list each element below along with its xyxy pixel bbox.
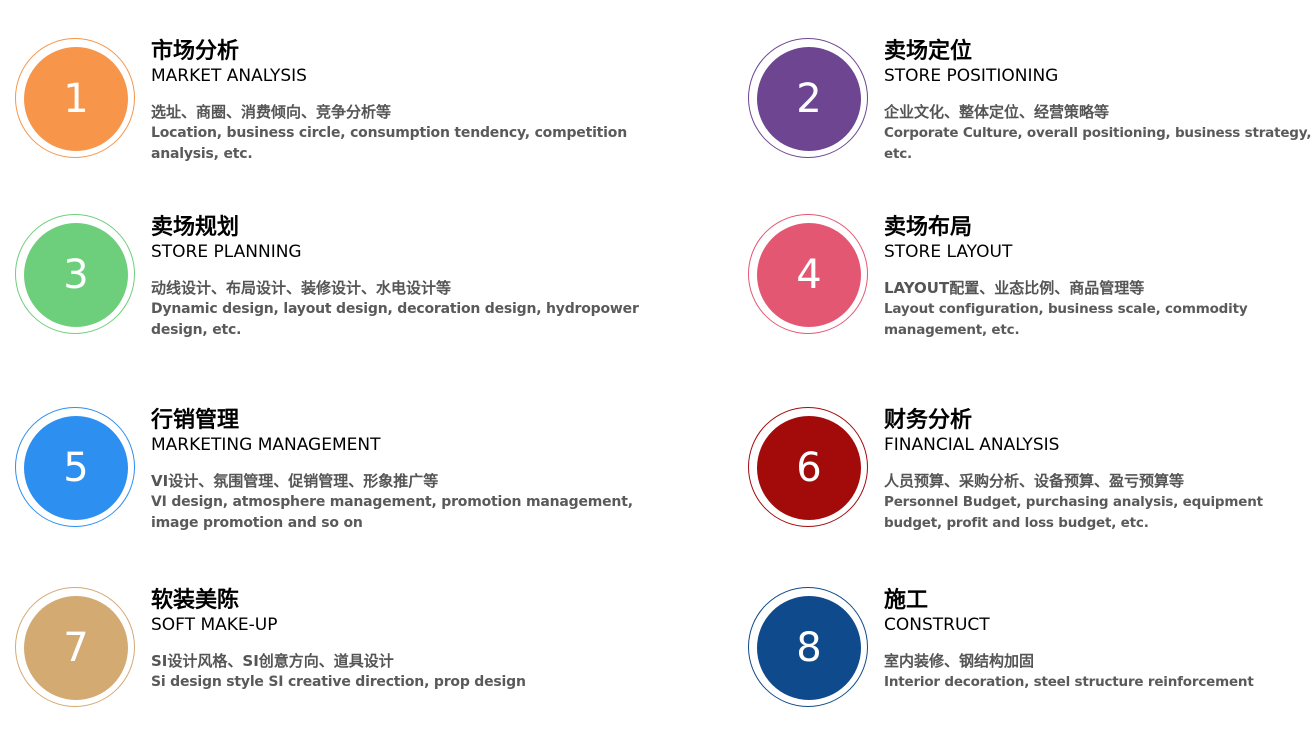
number-badge-ring: 4: [748, 214, 868, 334]
number-badge: 8: [757, 596, 861, 700]
item-desc-en: Location, business circle, consumption t…: [151, 125, 627, 162]
item-title-en: STORE POSITIONING: [884, 66, 1059, 86]
item-title-en: FINANCIAL ANALYSIS: [884, 435, 1060, 455]
number-badge-ring: 7: [15, 587, 135, 707]
service-item-construct: 8 施工 CONSTRUCT 室内装修、钢结构加固 Interior decor…: [748, 587, 1314, 737]
number-badge-ring: 3: [15, 214, 135, 334]
number-badge: 7: [24, 596, 128, 700]
item-title-en: MARKETING MANAGEMENT: [151, 435, 381, 455]
item-title-cn: 软装美陈: [151, 588, 240, 613]
item-desc-cn: SI设计风格、SI创意方向、道具设计: [151, 652, 394, 670]
number-badge: 6: [757, 416, 861, 520]
number-badge: 1: [24, 47, 128, 151]
item-desc-cn: LAYOUT配置、业态比例、商品管理等: [884, 279, 1145, 297]
number-badge: 3: [24, 223, 128, 327]
item-title-cn: 卖场布局: [884, 215, 973, 240]
item-desc-cn: 企业文化、整体定位、经营策略等: [884, 103, 1110, 121]
item-title-cn: 财务分析: [884, 408, 973, 433]
number-badge-ring: 8: [748, 587, 868, 707]
number-badge: 2: [757, 47, 861, 151]
number-badge: 5: [24, 416, 128, 520]
item-title-cn: 卖场规划: [151, 215, 240, 240]
service-item-market-analysis: 1 市场分析 MARKET ANALYSIS 选址、商圈、消费倾向、竞争分析等 …: [15, 38, 655, 188]
item-desc-en: Personnel Budget, purchasing analysis, e…: [884, 494, 1263, 531]
number-badge-ring: 2: [748, 38, 868, 158]
item-desc-cn: 动线设计、布局设计、装修设计、水电设计等: [151, 279, 452, 297]
item-title-en: CONSTRUCT: [884, 615, 990, 635]
item-desc-en: Dynamic design, layout design, decoratio…: [151, 301, 639, 338]
item-title-cn: 卖场定位: [884, 39, 973, 64]
item-title-en: MARKET ANALYSIS: [151, 66, 307, 86]
item-title-en: STORE PLANNING: [151, 242, 302, 262]
item-desc-cn: 人员预算、采购分析、设备预算、盈亏预算等: [884, 472, 1185, 490]
service-item-marketing-management: 5 行销管理 MARKETING MANAGEMENT VI设计、氛围管理、促销…: [15, 407, 655, 557]
item-desc-cn: 室内装修、钢结构加固: [884, 652, 1035, 670]
item-desc-en: Layout configuration, business scale, co…: [884, 301, 1248, 338]
service-item-soft-make-up: 7 软装美陈 SOFT MAKE-UP SI设计风格、SI创意方向、道具设计 S…: [15, 587, 655, 737]
item-title-cn: 市场分析: [151, 39, 240, 64]
item-title-en: SOFT MAKE-UP: [151, 615, 278, 635]
item-desc-en: Interior decoration, steel structure rei…: [884, 674, 1254, 690]
number-badge-ring: 6: [748, 407, 868, 527]
item-title-en: STORE LAYOUT: [884, 242, 1013, 262]
number-badge-ring: 5: [15, 407, 135, 527]
item-desc-en: Si design style SI creative direction, p…: [151, 674, 526, 690]
number-badge-ring: 1: [15, 38, 135, 158]
service-item-store-layout: 4 卖场布局 STORE LAYOUT LAYOUT配置、业态比例、商品管理等 …: [748, 214, 1314, 364]
item-desc-cn: 选址、商圈、消费倾向、竞争分析等: [151, 103, 392, 121]
item-desc-en: VI design, atmosphere management, promot…: [151, 494, 633, 531]
service-item-store-positioning: 2 卖场定位 STORE POSITIONING 企业文化、整体定位、经营策略等…: [748, 38, 1314, 188]
service-item-financial-analysis: 6 财务分析 FINANCIAL ANALYSIS 人员预算、采购分析、设备预算…: [748, 407, 1314, 557]
item-title-cn: 施工: [884, 588, 929, 613]
item-desc-cn: VI设计、氛围管理、促销管理、形象推广等: [151, 472, 439, 490]
number-badge: 4: [757, 223, 861, 327]
service-item-store-planning: 3 卖场规划 STORE PLANNING 动线设计、布局设计、装修设计、水电设…: [15, 214, 655, 364]
item-desc-en: Corporate Culture, overall positioning, …: [884, 125, 1312, 162]
item-title-cn: 行销管理: [151, 408, 240, 433]
